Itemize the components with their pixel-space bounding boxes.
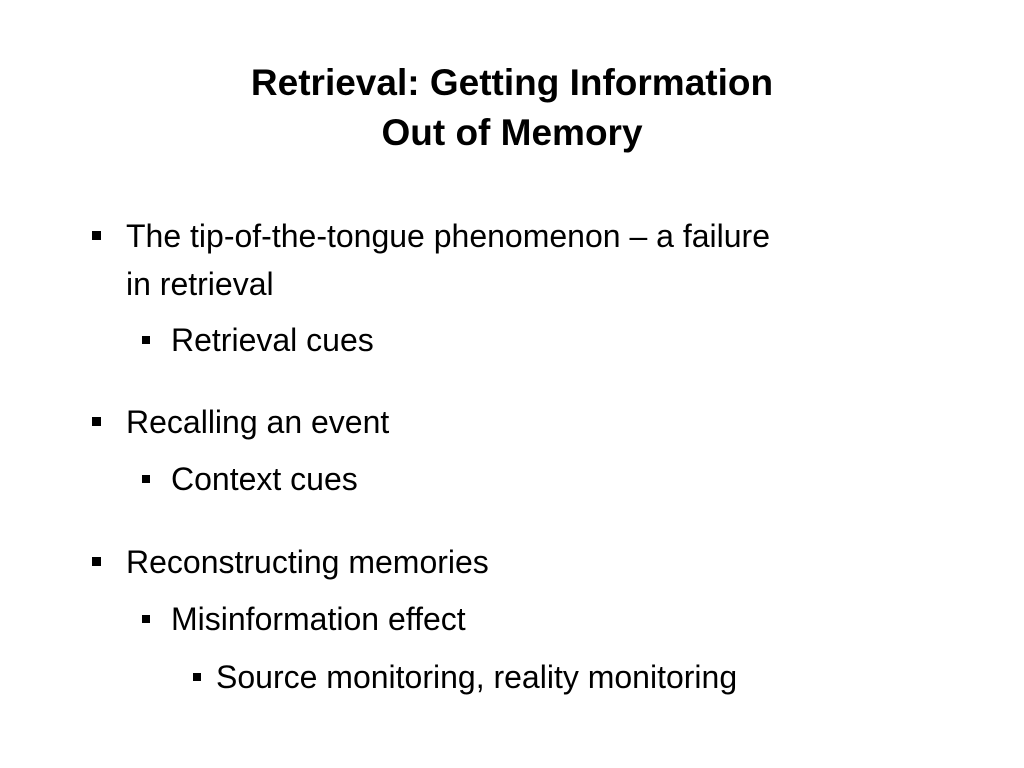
sub-bullet-text: Misinformation effect: [171, 601, 466, 637]
sub-bullet-text: Retrieval cues: [171, 322, 374, 358]
bullet-text: The tip-of-the-tongue phenomenon – a fai…: [126, 218, 770, 254]
bullet-text: Reconstructing memories: [126, 544, 489, 580]
slide-title-line-2: Out of Memory: [381, 112, 643, 153]
square-bullet-icon: [193, 673, 201, 681]
slide-title-line-1: Retrieval: Getting Information: [250, 62, 774, 103]
square-bullet-icon: [92, 557, 101, 566]
sub-bullet-text: Context cues: [171, 461, 358, 497]
bullet-text-continuation: in retrieval: [126, 266, 274, 302]
bullet-text: Recalling an event: [126, 404, 390, 440]
sub-sub-bullet-text: Source monitoring, reality monitoring: [216, 659, 738, 695]
square-bullet-icon: [142, 615, 150, 623]
square-bullet-icon: [142, 475, 150, 483]
square-bullet-icon: [92, 231, 101, 240]
square-bullet-icon: [142, 336, 150, 344]
slide-title: Retrieval: Getting Information Out of Me…: [0, 58, 1024, 158]
square-bullet-icon: [92, 417, 101, 426]
